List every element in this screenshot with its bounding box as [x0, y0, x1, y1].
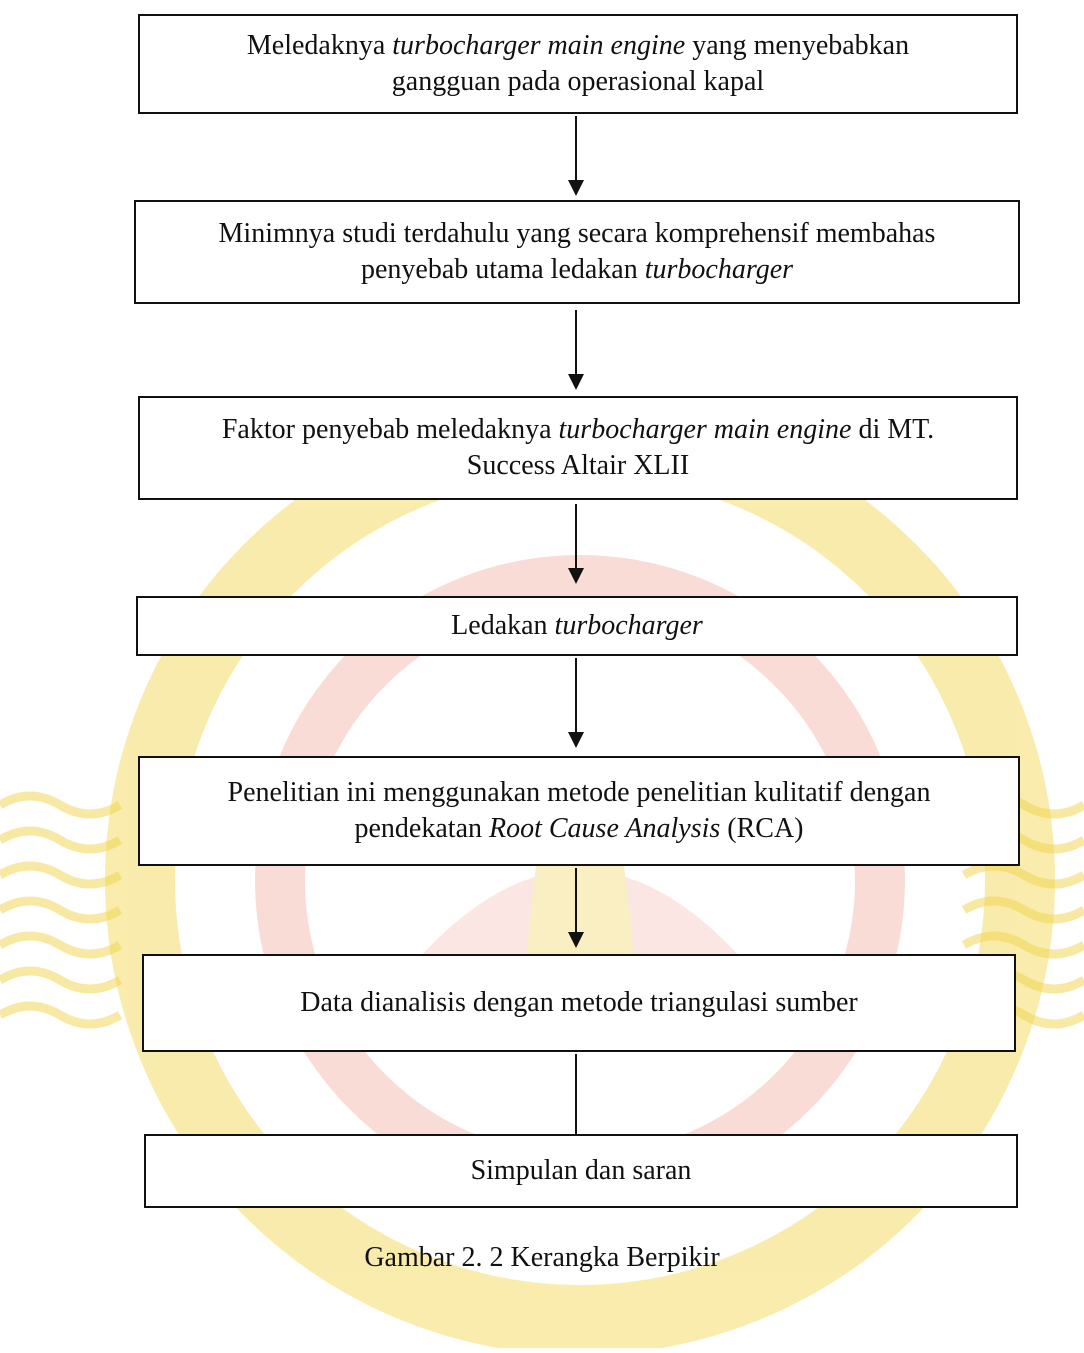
flow-box-7: Simpulan dan saran — [144, 1134, 1018, 1208]
arrow-2 — [566, 310, 586, 390]
box-4-line-1: Ledakan turbocharger — [451, 609, 703, 641]
flow-box-2: Minimnya studi terdahulu yang secara kom… — [134, 200, 1020, 304]
box-2-line-1: Minimnya studi terdahulu yang secara kom… — [218, 217, 936, 249]
box-3-line-2: Success Altair XLII — [466, 450, 690, 481]
box-1-line-2: gangguan pada operasional kapal — [391, 66, 765, 97]
flow-box-3: Faktor penyebab meledaknya turbocharger … — [138, 396, 1018, 500]
arrow-3 — [566, 504, 586, 584]
arrow-5 — [566, 868, 586, 948]
arrow-1 — [566, 116, 586, 196]
box-7-line-1: Simpulan dan saran — [470, 1154, 692, 1186]
box-6-line-1: Data dianalisis dengan metode triangulas… — [300, 986, 858, 1018]
flow-box-5: Penelitian ini menggunakan metode peneli… — [138, 756, 1020, 866]
box-5-line-1: Penelitian ini menggunakan metode peneli… — [227, 776, 931, 808]
box-2-line-2: penyebab utama ledakan turbocharger — [360, 254, 794, 285]
flow-box-4: Ledakan turbocharger — [136, 596, 1018, 656]
box-3-line-1: Faktor penyebab meledaknya turbocharger … — [221, 413, 935, 445]
box-1-line-1: Meledaknya turbocharger main engine yang… — [246, 29, 910, 61]
figure-caption: Gambar 2. 2 Kerangka Berpikir — [364, 1242, 720, 1273]
flow-box-1: Meledaknya turbocharger main engine yang… — [138, 14, 1018, 114]
flow-box-6: Data dianalisis dengan metode triangulas… — [142, 954, 1016, 1052]
box-5-line-2: pendekatan Root Cause Analysis (RCA) — [354, 813, 804, 844]
arrow-4 — [566, 658, 586, 748]
